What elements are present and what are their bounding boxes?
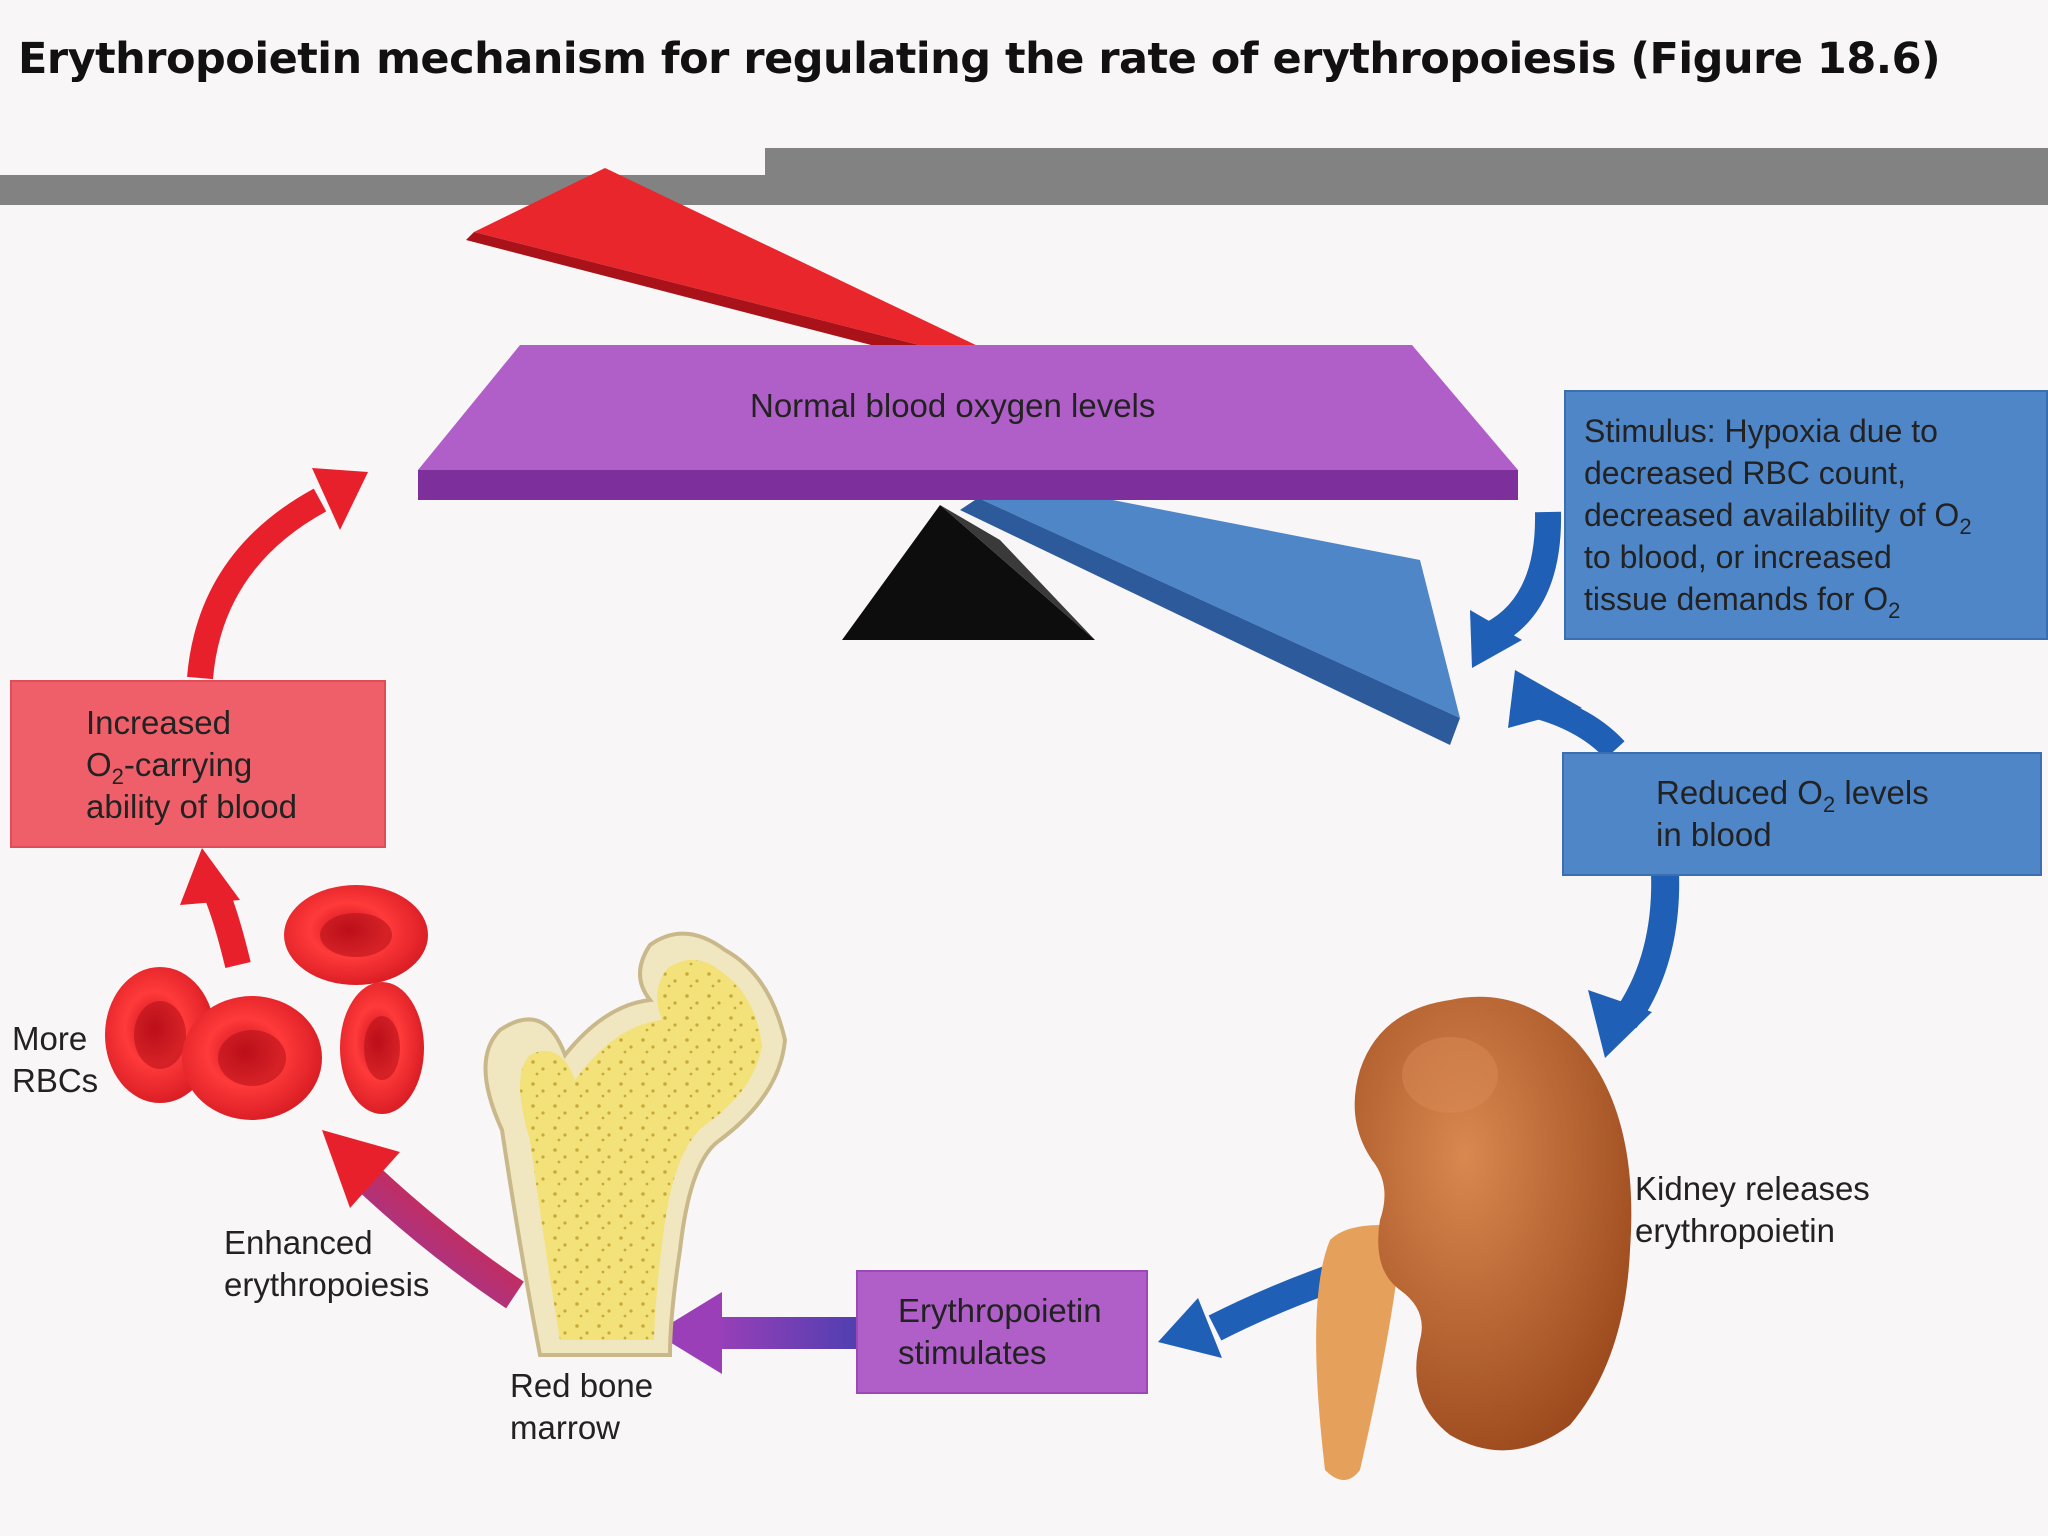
increased-line-1: Increased [86, 704, 231, 741]
stimulus-line-5: tissue demands for O2 [1584, 578, 1901, 623]
kidney-label-line-2: erythropoietin [1635, 1212, 1835, 1249]
stimulus-line-2: decreased RBC count, [1584, 455, 1906, 491]
reduced-o2-line-1-sub: 2 [1822, 792, 1836, 817]
rbc-cell [340, 982, 424, 1114]
increased-line-2-sub: 2 [111, 764, 124, 789]
more-rbcs-label-line-1: More [12, 1020, 88, 1057]
epo-stimulates-box: Erythropoietin stimulates [856, 1270, 1148, 1394]
arrow-increased-to-balance [187, 468, 368, 680]
stimulus-line-3: decreased availability of O2 [1584, 494, 1972, 539]
increased-line-3: ability of blood [86, 788, 297, 825]
arrow-stimulus-to-plank [1470, 511, 1562, 668]
more-rbcs-label-line-2: RBCs [12, 1062, 99, 1099]
blue-plank [960, 480, 1460, 745]
reduced-o2-line-1-post: levels [1835, 774, 1929, 811]
header-band-right [765, 148, 2048, 205]
marrow-label-line-2: marrow [510, 1409, 621, 1446]
enhanced-label-line-1: Enhanced [224, 1224, 373, 1261]
page-title: Erythropoietin mechanism for regulating … [18, 34, 1941, 84]
arrow-epo-to-marrow [655, 1292, 865, 1374]
reduced-o2-line-2: in blood [1656, 816, 1772, 853]
fulcrum [842, 505, 1095, 640]
kidney-label-line-1: Kidney releases [1635, 1170, 1870, 1207]
increased-line-2-post: -carrying [123, 746, 253, 783]
rbc-cell [182, 996, 322, 1120]
stimulus-line-4: to blood, or increased [1584, 539, 1892, 575]
epo-line-2: stimulates [898, 1334, 1047, 1371]
bone-marrow-illustration [483, 931, 788, 1357]
stimulus-line-5-sub: 2 [1888, 598, 1901, 623]
red-plank [466, 168, 982, 368]
arrow-plank-to-reduced [1508, 670, 1625, 760]
rbc-cell [284, 885, 428, 985]
reduced-o2-line-1: Reduced O2 levels [1656, 772, 1929, 817]
arrow-reduced-to-kidney [1588, 871, 1680, 1058]
increased-line-2: O2-carrying [86, 744, 253, 789]
stimulus-line-3-text: decreased availability of O [1584, 497, 1960, 533]
enhanced-label-line-2: erythropoiesis [224, 1266, 430, 1303]
reduced-o2-line-1-pre: Reduced O [1656, 774, 1823, 811]
marrow-label-line-1: Red bone [510, 1367, 654, 1404]
arrow-rbcs-to-increased [180, 848, 251, 969]
reduced-o2-box: Reduced O2 levels in blood [1562, 752, 2042, 876]
epo-line-1: Erythropoietin [898, 1292, 1102, 1329]
stimulus-line-1: Stimulus: Hypoxia due to [1584, 413, 1938, 449]
kidney-illustration [1316, 996, 1632, 1480]
arrow-marrow-to-rbcs [322, 1130, 524, 1309]
rbc-cluster [105, 885, 428, 1120]
stimulus-line-5-text: tissue demands for O [1584, 581, 1889, 617]
increased-o2-box: Increased O2-carrying ability of blood [10, 680, 386, 848]
stimulus-box: Stimulus: Hypoxia due to decreased RBC c… [1564, 390, 2048, 640]
balance-board [418, 345, 1518, 500]
balance-label: Normal blood oxygen levels [750, 387, 1156, 424]
increased-line-2-pre: O [86, 746, 112, 783]
stimulus-line-3-sub: 2 [1959, 514, 1972, 539]
